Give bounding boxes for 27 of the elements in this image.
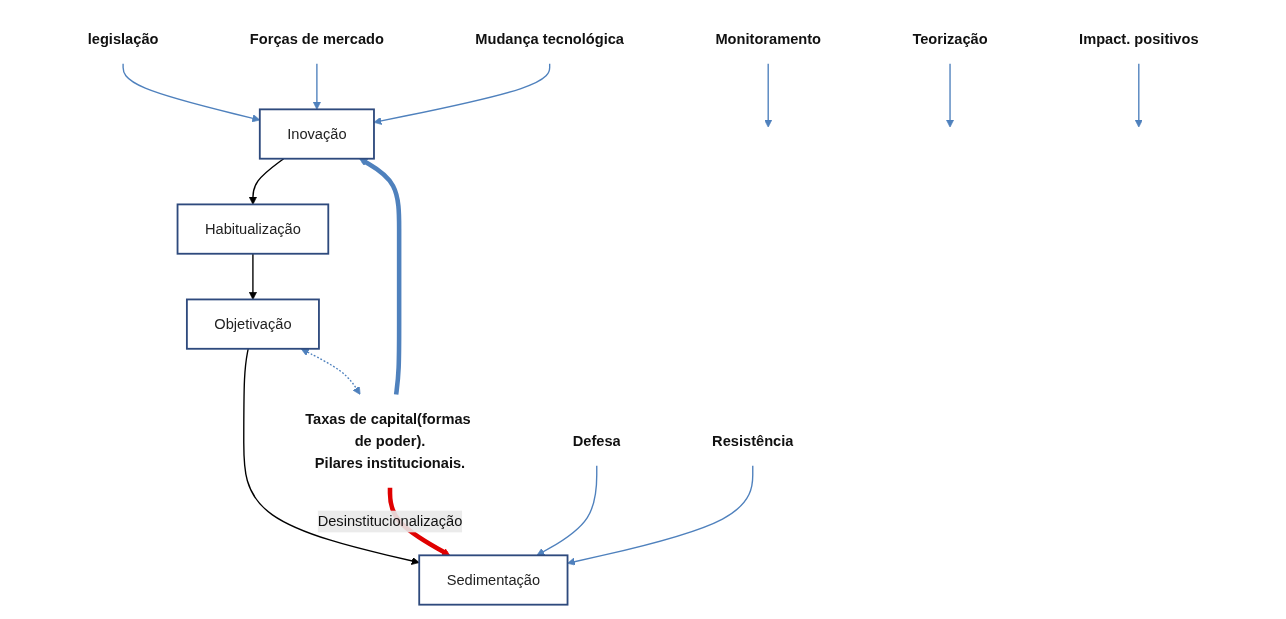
node-text: Impact. positivos: [1078, 30, 1199, 47]
node-text: Forças de mercado: [249, 30, 384, 47]
arrow: [359, 158, 402, 395]
node-box: Habitualização: [176, 203, 330, 255]
node-box: Sedimentação: [418, 554, 569, 606]
node-text: Defesa: [572, 432, 621, 449]
arrow: [373, 62, 551, 125]
node-text: Teorização: [912, 30, 988, 47]
arrow: [536, 465, 598, 556]
node-text: Mudança tecnológica: [475, 30, 624, 47]
node-text: Resistência: [711, 432, 794, 449]
arrow: [300, 348, 361, 395]
edge-label: Desinstitucionalização: [317, 513, 463, 529]
arrow: [945, 62, 954, 128]
node-box: Inovação: [258, 108, 375, 160]
node-box: Objetivação: [185, 298, 320, 350]
arrow: [122, 62, 260, 123]
arrow: [248, 158, 285, 205]
arrow: [312, 62, 321, 110]
arrow: [248, 253, 257, 300]
node-text: Taxas de capital(formas de poder). Pilares institucionais.: [305, 410, 471, 471]
node-text: Monitoramento: [715, 30, 821, 47]
arrow: [1134, 62, 1143, 128]
arrow: [567, 465, 754, 566]
arrow: [242, 348, 420, 565]
node-text: legislação: [87, 30, 159, 47]
arrow: [764, 62, 773, 128]
